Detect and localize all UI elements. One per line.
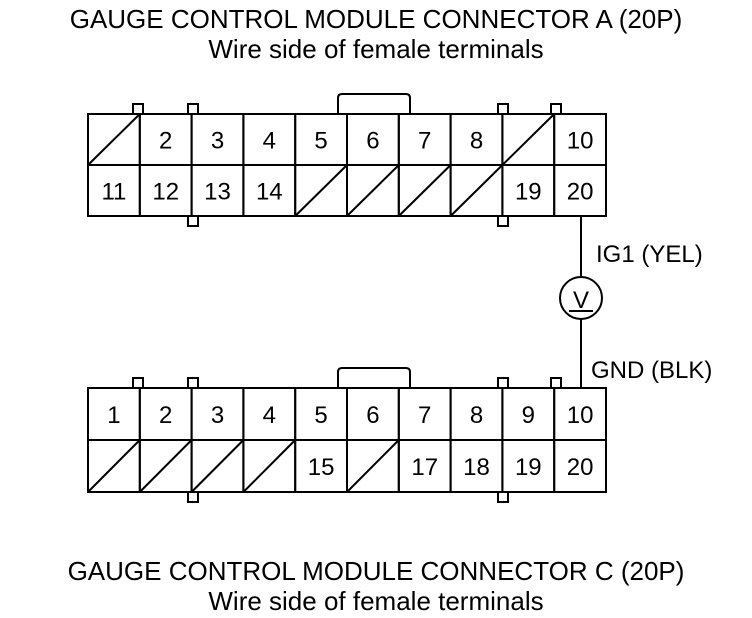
connector-c-terminal-number: 6 — [366, 402, 379, 429]
connector-a-cells: 2 3 4 5 6 7 8 10 11 12 13 14 19 20 — [87, 113, 608, 217]
connector-c-unused-terminal — [346, 439, 400, 493]
connector-a-unused-terminal — [346, 164, 400, 217]
connector-a-terminal-number: 5 — [314, 128, 327, 155]
connector-c-unused-terminal — [87, 439, 141, 493]
connector-c-terminal-number: 8 — [470, 402, 483, 429]
connector-a-terminal-number: 19 — [515, 179, 542, 206]
connector-c-unused-terminal — [190, 439, 245, 493]
connector-a-latch — [337, 93, 411, 114]
connector-a-top-pin — [550, 103, 562, 115]
connector-a-unused-terminal — [294, 164, 348, 217]
connector-a-terminal-number: 10 — [567, 128, 594, 155]
connector-c-terminal-number: 5 — [314, 402, 327, 429]
connector-a-terminal-number: 7 — [418, 128, 431, 155]
connector-c-unused-terminal — [139, 439, 193, 493]
connector-a-terminal-number: 14 — [256, 179, 283, 206]
voltmeter-symbol: V — [573, 287, 589, 314]
connector-c-terminal-number: 1 — [107, 402, 120, 429]
connector-c-top-pin — [132, 377, 144, 389]
connector-c-subtitle: Wire side of female terminals — [208, 586, 544, 616]
connector-c-top-pin — [187, 377, 199, 389]
connector-a-unused-terminal — [501, 113, 555, 166]
gnd-wire-label: GND (BLK) — [591, 357, 712, 384]
connector-c-top-pin — [497, 377, 509, 389]
connector-c-bottom-pin — [187, 491, 199, 503]
connector-a-terminal-number: 11 — [101, 179, 126, 206]
connector-c-terminal-number: 7 — [418, 402, 431, 429]
connector-c-terminal-number: 17 — [411, 454, 438, 481]
connector-c-terminal-number: 9 — [522, 402, 535, 429]
connector-c-terminal-number: 15 — [308, 454, 335, 481]
connector-a-unused-terminal — [398, 164, 452, 217]
connector-c-title: GAUGE CONTROL MODULE CONNECTOR C (20P) — [67, 556, 685, 586]
ig1-wire-label: IG1 (YEL) — [596, 241, 703, 268]
connector-a-top-pin — [132, 103, 144, 115]
connector-a-terminal-number: 2 — [159, 128, 172, 155]
connector-c-title-block: GAUGE CONTROL MODULE CONNECTOR C (20P) W… — [0, 556, 752, 616]
connector-c-terminal-number: 20 — [567, 454, 594, 481]
connector-c-latch — [337, 367, 411, 388]
connector-a-terminal-number: 20 — [567, 179, 594, 206]
connector-c-cells: 1 2 3 4 5 6 7 8 9 10 15 17 18 19 20 — [87, 387, 608, 493]
connector-a-terminal-number: 6 — [366, 128, 379, 155]
connector-c-terminal-number: 2 — [159, 402, 172, 429]
connector-a-terminal-number: 8 — [470, 128, 483, 155]
connector-c-terminal-number: 18 — [463, 454, 490, 481]
connector-a-terminal-number: 3 — [211, 128, 224, 155]
voltmeter-circuit: V IG1 (YEL) GND (BLK) — [559, 216, 712, 388]
connector-c-terminal-number: 19 — [515, 454, 542, 481]
connector-c-bottom-pin — [497, 491, 509, 503]
connector-a-unused-terminal — [449, 164, 504, 217]
connector-a-top-pin — [497, 103, 509, 115]
connector-a-terminal-number: 12 — [152, 179, 179, 206]
connector-c-cell — [553, 439, 608, 493]
connector-a-title-block: GAUGE CONTROL MODULE CONNECTOR A (20P) W… — [0, 4, 752, 64]
connector-c-unused-terminal — [242, 439, 296, 493]
connector-c-terminal-number: 4 — [263, 402, 276, 429]
connector-c-top-pin — [550, 377, 562, 389]
connector-c-terminal-number: 10 — [567, 402, 594, 429]
connector-a-bottom-pin — [497, 215, 509, 227]
connector-a-top-pin — [187, 103, 199, 115]
connector-a-subtitle: Wire side of female terminals — [208, 34, 544, 64]
connector-a-bottom-pin — [187, 215, 199, 227]
connector-a-terminal-number: 4 — [263, 128, 276, 155]
connector-a-unused-terminal — [87, 113, 141, 166]
connector-a-terminal-number: 13 — [204, 179, 231, 206]
connector-c-terminal-number: 3 — [211, 402, 224, 429]
connector-a-title: GAUGE CONTROL MODULE CONNECTOR A (20P) — [69, 4, 683, 34]
